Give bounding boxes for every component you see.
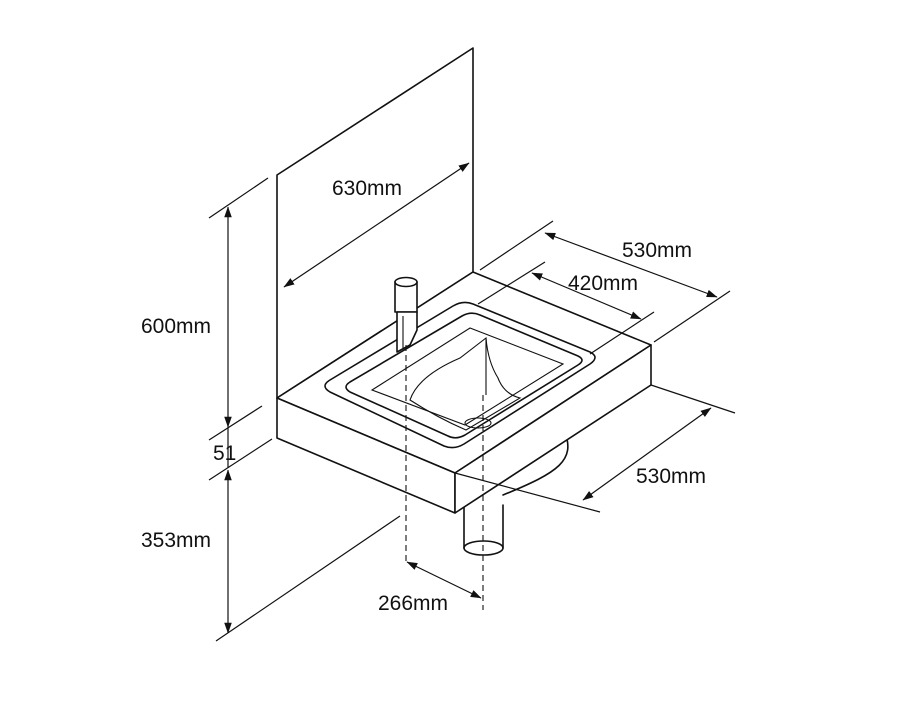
dimension-backsplash-height: 600mm <box>141 177 269 428</box>
dimension-mount-height: 353mm <box>141 469 401 642</box>
basin-body <box>276 271 652 514</box>
label-backsplash-height: 600mm <box>141 315 211 338</box>
label-outer-depth: 530mm <box>622 239 692 262</box>
basin-bowl <box>324 301 596 449</box>
label-backsplash-width: 630mm <box>332 177 402 200</box>
label-bowl-depth: 420mm <box>568 272 638 295</box>
label-outer-width: 530mm <box>636 465 706 488</box>
label-mount-height: 353mm <box>141 529 211 552</box>
dimension-backsplash-width: 630mm <box>283 162 470 288</box>
dimension-outer-depth: 530mm <box>479 220 731 343</box>
projection-lines <box>405 345 484 610</box>
dimension-bowl-depth: 420mm <box>477 261 655 355</box>
label-waste-offset: 266mm <box>378 592 448 615</box>
dimension-top-thickness: 51 <box>208 405 273 481</box>
label-top-thickness: 51 <box>213 442 236 465</box>
dimension-waste-offset: 266mm <box>378 561 482 615</box>
dimension-outer-width: 530mm <box>454 384 736 513</box>
